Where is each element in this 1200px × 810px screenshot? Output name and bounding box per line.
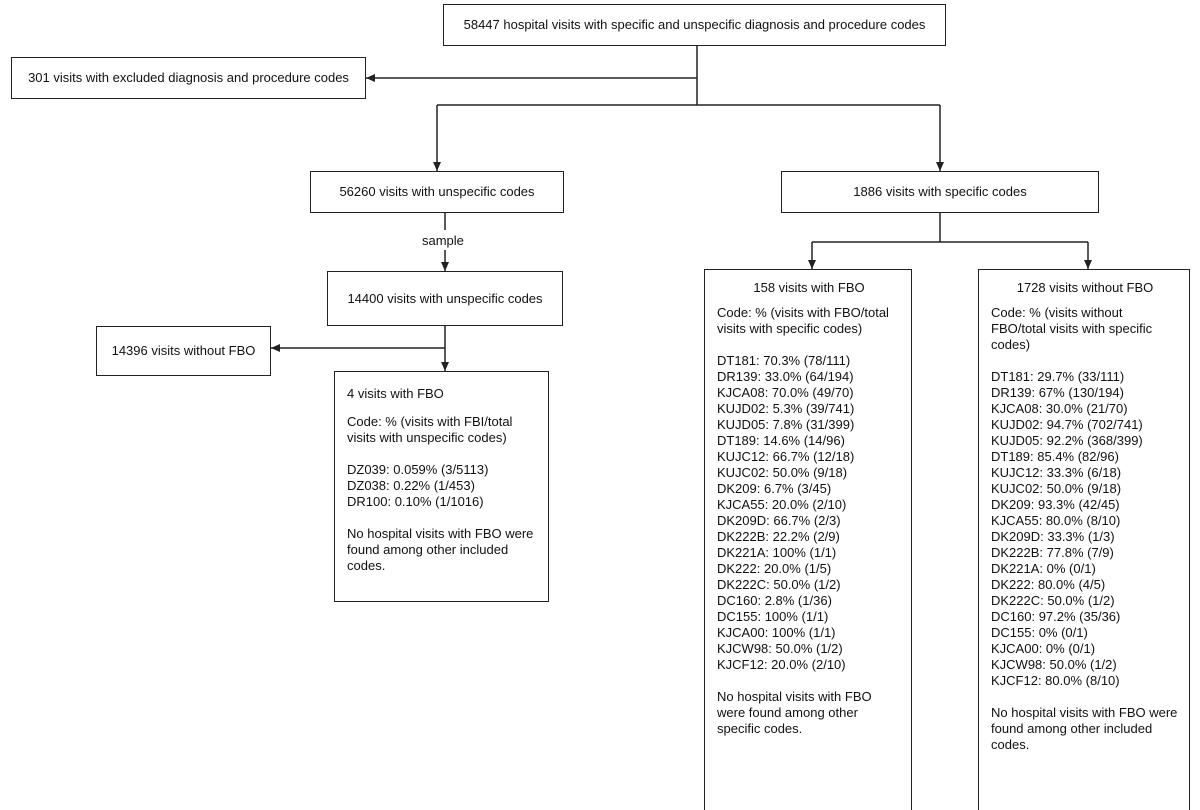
specific-without-title: 1728 visits without FBO — [1016, 280, 1154, 295]
sampled-without-label: 14396 visits without FBO — [111, 343, 256, 358]
sampled-with-lines: DZ039: 0.059% (3/5113) DZ038: 0.22% (1/4… — [347, 462, 538, 510]
specific-with-box: 158 visits with FBO Code: % (visits with… — [704, 269, 912, 810]
sampled-with-note: No hospital visits with FBO were found a… — [347, 526, 534, 573]
sampled-without-box: 14396 visits without FBO — [96, 326, 271, 376]
code-line: KUJC12: 33.3% (6/18) — [991, 465, 1122, 480]
code-line: KUJC12: 66.7% (12/18) — [717, 449, 855, 464]
code-line: DK209D: 66.7% (2/3) — [717, 513, 841, 528]
code-line: DK221A: 0% (0/1) — [991, 561, 1096, 576]
code-line: DK209D: 33.3% (1/3) — [991, 529, 1115, 544]
code-line: DC155: 0% (0/1) — [991, 625, 1088, 640]
code-line: KUJD05: 92.2% (368/399) — [991, 433, 1143, 448]
code-line: KUJC02: 50.0% (9/18) — [717, 465, 848, 480]
code-line: KUJD02: 5.3% (39/741) — [717, 401, 855, 416]
code-line: KUJC02: 50.0% (9/18) — [991, 481, 1122, 496]
top-box: 58447 hospital visits with specific and … — [443, 4, 946, 46]
code-line: KJCA08: 30.0% (21/70) — [991, 401, 1128, 416]
sampled-with-box: 4 visits with FBO Code: % (visits with F… — [334, 371, 549, 602]
code-line: DK222: 80.0% (4/5) — [991, 577, 1106, 592]
unspecific-box-label: 56260 visits with unspecific codes — [339, 184, 535, 199]
sampled-with-title: 4 visits with FBO — [347, 386, 444, 401]
code-line: DC160: 97.2% (35/36) — [991, 609, 1121, 624]
specific-with-intro: Code: % (visits with FBO/total visits wi… — [717, 305, 889, 336]
specific-box-label: 1886 visits with specific codes — [853, 184, 1027, 199]
code-line: DK222: 20.0% (1/5) — [717, 561, 832, 576]
specific-without-intro: Code: % (visits without FBO/total visits… — [991, 305, 1153, 352]
code-line: DK222B: 77.8% (7/9) — [991, 545, 1114, 560]
excluded-box-label: 301 visits with excluded diagnosis and p… — [28, 70, 349, 85]
specific-with-title: 158 visits with FBO — [753, 280, 865, 295]
code-line: DR139: 67% (130/194) — [991, 385, 1124, 400]
code-line: DR100: 0.10% (1/1016) — [347, 494, 484, 509]
code-line: KJCA00: 100% (1/1) — [717, 625, 836, 640]
code-line: DK222C: 50.0% (1/2) — [717, 577, 841, 592]
code-line: KJCW98: 50.0% (1/2) — [717, 641, 843, 656]
sampled-box-label: 14400 visits with unspecific codes — [347, 290, 543, 306]
code-line: DZ038: 0.22% (1/453) — [347, 478, 475, 493]
excluded-box: 301 visits with excluded diagnosis and p… — [11, 57, 366, 99]
code-line: KJCW98: 50.0% (1/2) — [991, 657, 1117, 672]
code-line: KJCF12: 20.0% (2/10) — [717, 657, 846, 672]
code-line: KJCA00: 0% (0/1) — [991, 641, 1096, 656]
specific-without-box: 1728 visits without FBO Code: % (visits … — [978, 269, 1190, 810]
specific-with-note: No hospital visits with FBO were found a… — [717, 689, 872, 736]
sample-label: sample — [422, 233, 464, 248]
code-line: DK209: 6.7% (3/45) — [717, 481, 832, 496]
code-line: KJCA55: 20.0% (2/10) — [717, 497, 847, 512]
code-line: DT181: 29.7% (33/111) — [991, 369, 1125, 384]
code-line: DK222C: 50.0% (1/2) — [991, 593, 1115, 608]
code-line: DK222B: 22.2% (2/9) — [717, 529, 840, 544]
code-line: DT189: 85.4% (82/96) — [991, 449, 1119, 464]
sampled-box: 14400 visits with unspecific codes — [327, 271, 563, 326]
specific-box: 1886 visits with specific codes — [781, 171, 1099, 213]
code-line: DC155: 100% (1/1) — [717, 609, 829, 624]
code-line: KJCA08: 70.0% (49/70) — [717, 385, 854, 400]
top-box-label: 58447 hospital visits with specific and … — [463, 17, 926, 32]
code-line: KUJD02: 94.7% (702/741) — [991, 417, 1143, 432]
code-line: DC160: 2.8% (1/36) — [717, 593, 832, 608]
code-line: KJCA55: 80.0% (8/10) — [991, 513, 1121, 528]
code-line: DT181: 70.3% (78/111) — [717, 353, 851, 368]
code-line: KJCF12: 80.0% (8/10) — [991, 673, 1120, 688]
code-line: DR139: 33.0% (64/194) — [717, 369, 854, 384]
code-line: DZ039: 0.059% (3/5113) — [347, 462, 489, 477]
specific-without-note: No hospital visits with FBO were found a… — [991, 705, 1178, 752]
specific-without-lines: DT181: 29.7% (33/111) DR139: 67% (130/19… — [991, 369, 1179, 689]
code-line: DT189: 14.6% (14/96) — [717, 433, 845, 448]
code-line: DK209: 93.3% (42/45) — [991, 497, 1120, 512]
code-line: DK221A: 100% (1/1) — [717, 545, 837, 560]
specific-with-lines: DT181: 70.3% (78/111) DR139: 33.0% (64/1… — [717, 353, 901, 673]
unspecific-box: 56260 visits with unspecific codes — [310, 171, 564, 213]
sampled-with-intro: Code: % (visits with FBI/total visits wi… — [347, 414, 513, 445]
code-line: KUJD05: 7.8% (31/399) — [717, 417, 855, 432]
